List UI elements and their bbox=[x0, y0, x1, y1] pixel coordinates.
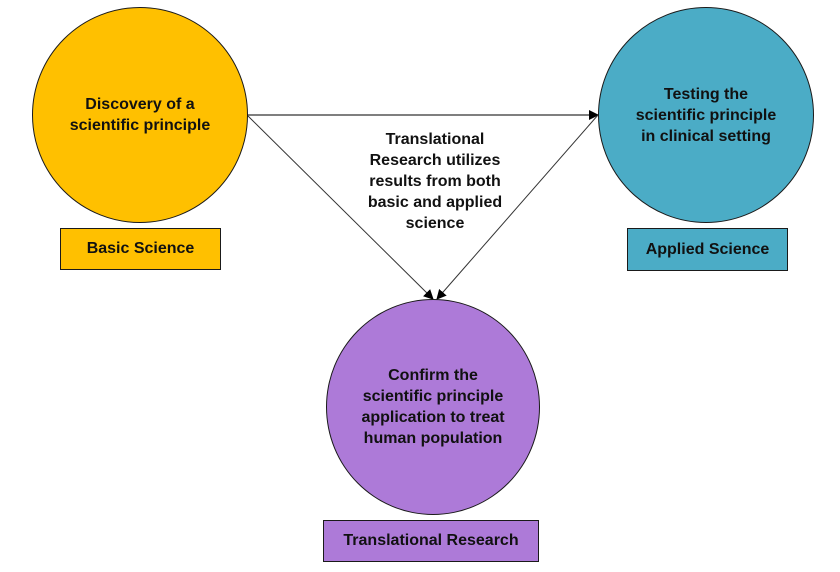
translational-research-circle-text: Confirm the scientific principle applica… bbox=[361, 367, 505, 447]
basic-science-circle-text: Discovery of a scientific principle bbox=[69, 96, 211, 134]
applied-science-circle: Testing the scientific principle in clin… bbox=[598, 7, 814, 223]
center-note: Translational Research utilizes results … bbox=[367, 131, 503, 232]
translational-research-label: Translational Research bbox=[323, 520, 539, 562]
arrow-basic-to-translational bbox=[246, 114, 434, 300]
applied-science-circle-text: Testing the scientific principle in clin… bbox=[635, 85, 777, 145]
translational-research-circle: Confirm the scientific principle applica… bbox=[326, 299, 540, 515]
basic-science-label: Basic Science bbox=[60, 228, 221, 270]
basic-science-circle: Discovery of a scientific principle bbox=[32, 7, 248, 223]
applied-science-label: Applied Science bbox=[627, 228, 788, 271]
arrow-applied-to-translational bbox=[436, 114, 599, 300]
